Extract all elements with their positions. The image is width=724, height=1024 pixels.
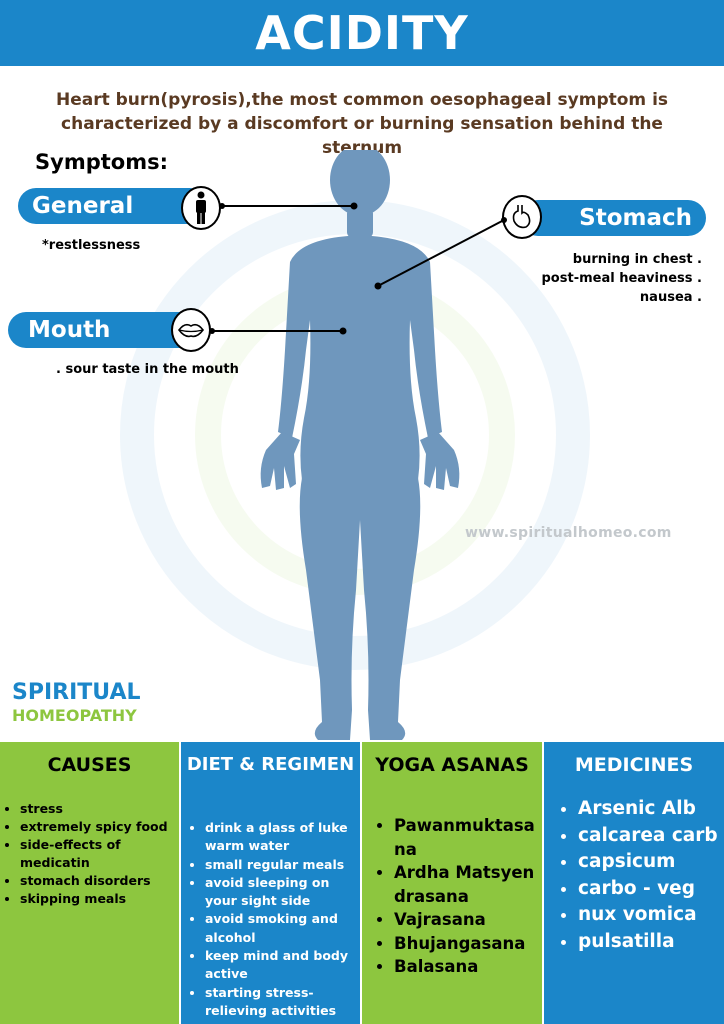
list-item: skipping meals — [20, 890, 179, 908]
title-banner: ACIDITY — [0, 0, 724, 66]
general-note: *restlessness — [42, 238, 141, 253]
medicines-panel: MEDICINES Arsenic Alb calcarea carb caps… — [544, 742, 724, 1024]
website-watermark: www.spiritualhomeo.com — [465, 525, 672, 541]
list-item: Pawanmuktasana — [394, 814, 542, 861]
stomach-icon — [502, 195, 542, 239]
yoga-list: Pawanmuktasana Ardha Matsyendrasana Vajr… — [362, 814, 542, 979]
mouth-label-pill: Mouth — [8, 312, 198, 348]
list-item: stomach disorders — [20, 872, 179, 890]
stomach-label: Stomach — [579, 205, 692, 231]
list-item: capsicum — [578, 849, 724, 876]
connector-lines — [209, 202, 507, 335]
list-item: nux vomica — [578, 902, 724, 929]
yoga-panel: YOGA ASANAS Pawanmuktasana Ardha Matsyen… — [362, 742, 542, 1024]
list-item: stress — [20, 800, 179, 818]
general-label-pill: General — [18, 188, 208, 224]
list-item: starting stress-relieving activities — [205, 984, 360, 1021]
list-item: Bhujangasana — [394, 932, 542, 956]
list-item: calcarea carb — [578, 823, 724, 850]
medicines-list: Arsenic Alb calcarea carb capsicum carbo… — [544, 796, 724, 955]
brand-homeopathy: HOMEOPATHY — [12, 706, 137, 725]
mouth-note: . sour taste in the mouth — [56, 362, 239, 377]
list-item: Arsenic Alb — [578, 796, 724, 823]
stomach-note-2: post-meal heaviness . — [541, 271, 703, 286]
symptoms-heading: Symptoms: — [35, 150, 168, 174]
medicines-title: MEDICINES — [574, 754, 694, 776]
causes-panel: CAUSES stress extremely spicy food side-… — [0, 742, 179, 1024]
list-item: Ardha Matsyendrasana — [394, 861, 542, 908]
diet-list: drink a glass of luke warm water small r… — [181, 819, 360, 1020]
mouth-label: Mouth — [28, 317, 111, 343]
general-label: General — [32, 193, 134, 219]
list-item: small regular meals — [205, 856, 360, 874]
list-item: drink a glass of luke warm water — [205, 819, 360, 856]
list-item: extremely spicy food — [20, 818, 179, 836]
yoga-title: YOGA ASANAS — [375, 754, 529, 776]
stomach-note-1: burning in chest . — [572, 252, 702, 267]
stomach-note-3: nausea . — [639, 290, 702, 305]
list-item: keep mind and body active — [205, 947, 360, 984]
list-item: avoid smoking and alcohol — [205, 910, 360, 947]
causes-title: CAUSES — [47, 754, 132, 776]
list-item: Balasana — [394, 955, 542, 979]
list-item: pulsatilla — [578, 929, 724, 956]
page-title: ACIDITY — [255, 6, 469, 60]
causes-list: stress extremely spicy food side-effects… — [0, 800, 179, 908]
subtitle: Heart burn(pyrosis),the most common oeso… — [55, 90, 669, 158]
list-item: side-effects of medicatin — [20, 836, 179, 872]
list-item: carbo - veg — [578, 876, 724, 903]
stomach-notes: burning in chest . post-meal heaviness .… — [542, 250, 703, 307]
human-body-silhouette — [260, 150, 460, 740]
brand-spiritual: SPIRITUAL — [12, 680, 141, 705]
list-item: avoid sleeping on your sight side — [205, 874, 360, 911]
stomach-label-pill: Stomach — [520, 200, 706, 236]
diet-title: DIET & REGIMEN — [186, 754, 355, 775]
list-item: Vajrasana — [394, 908, 542, 932]
person-icon — [181, 186, 221, 230]
diet-panel: DIET & REGIMEN drink a glass of luke war… — [181, 742, 360, 1024]
